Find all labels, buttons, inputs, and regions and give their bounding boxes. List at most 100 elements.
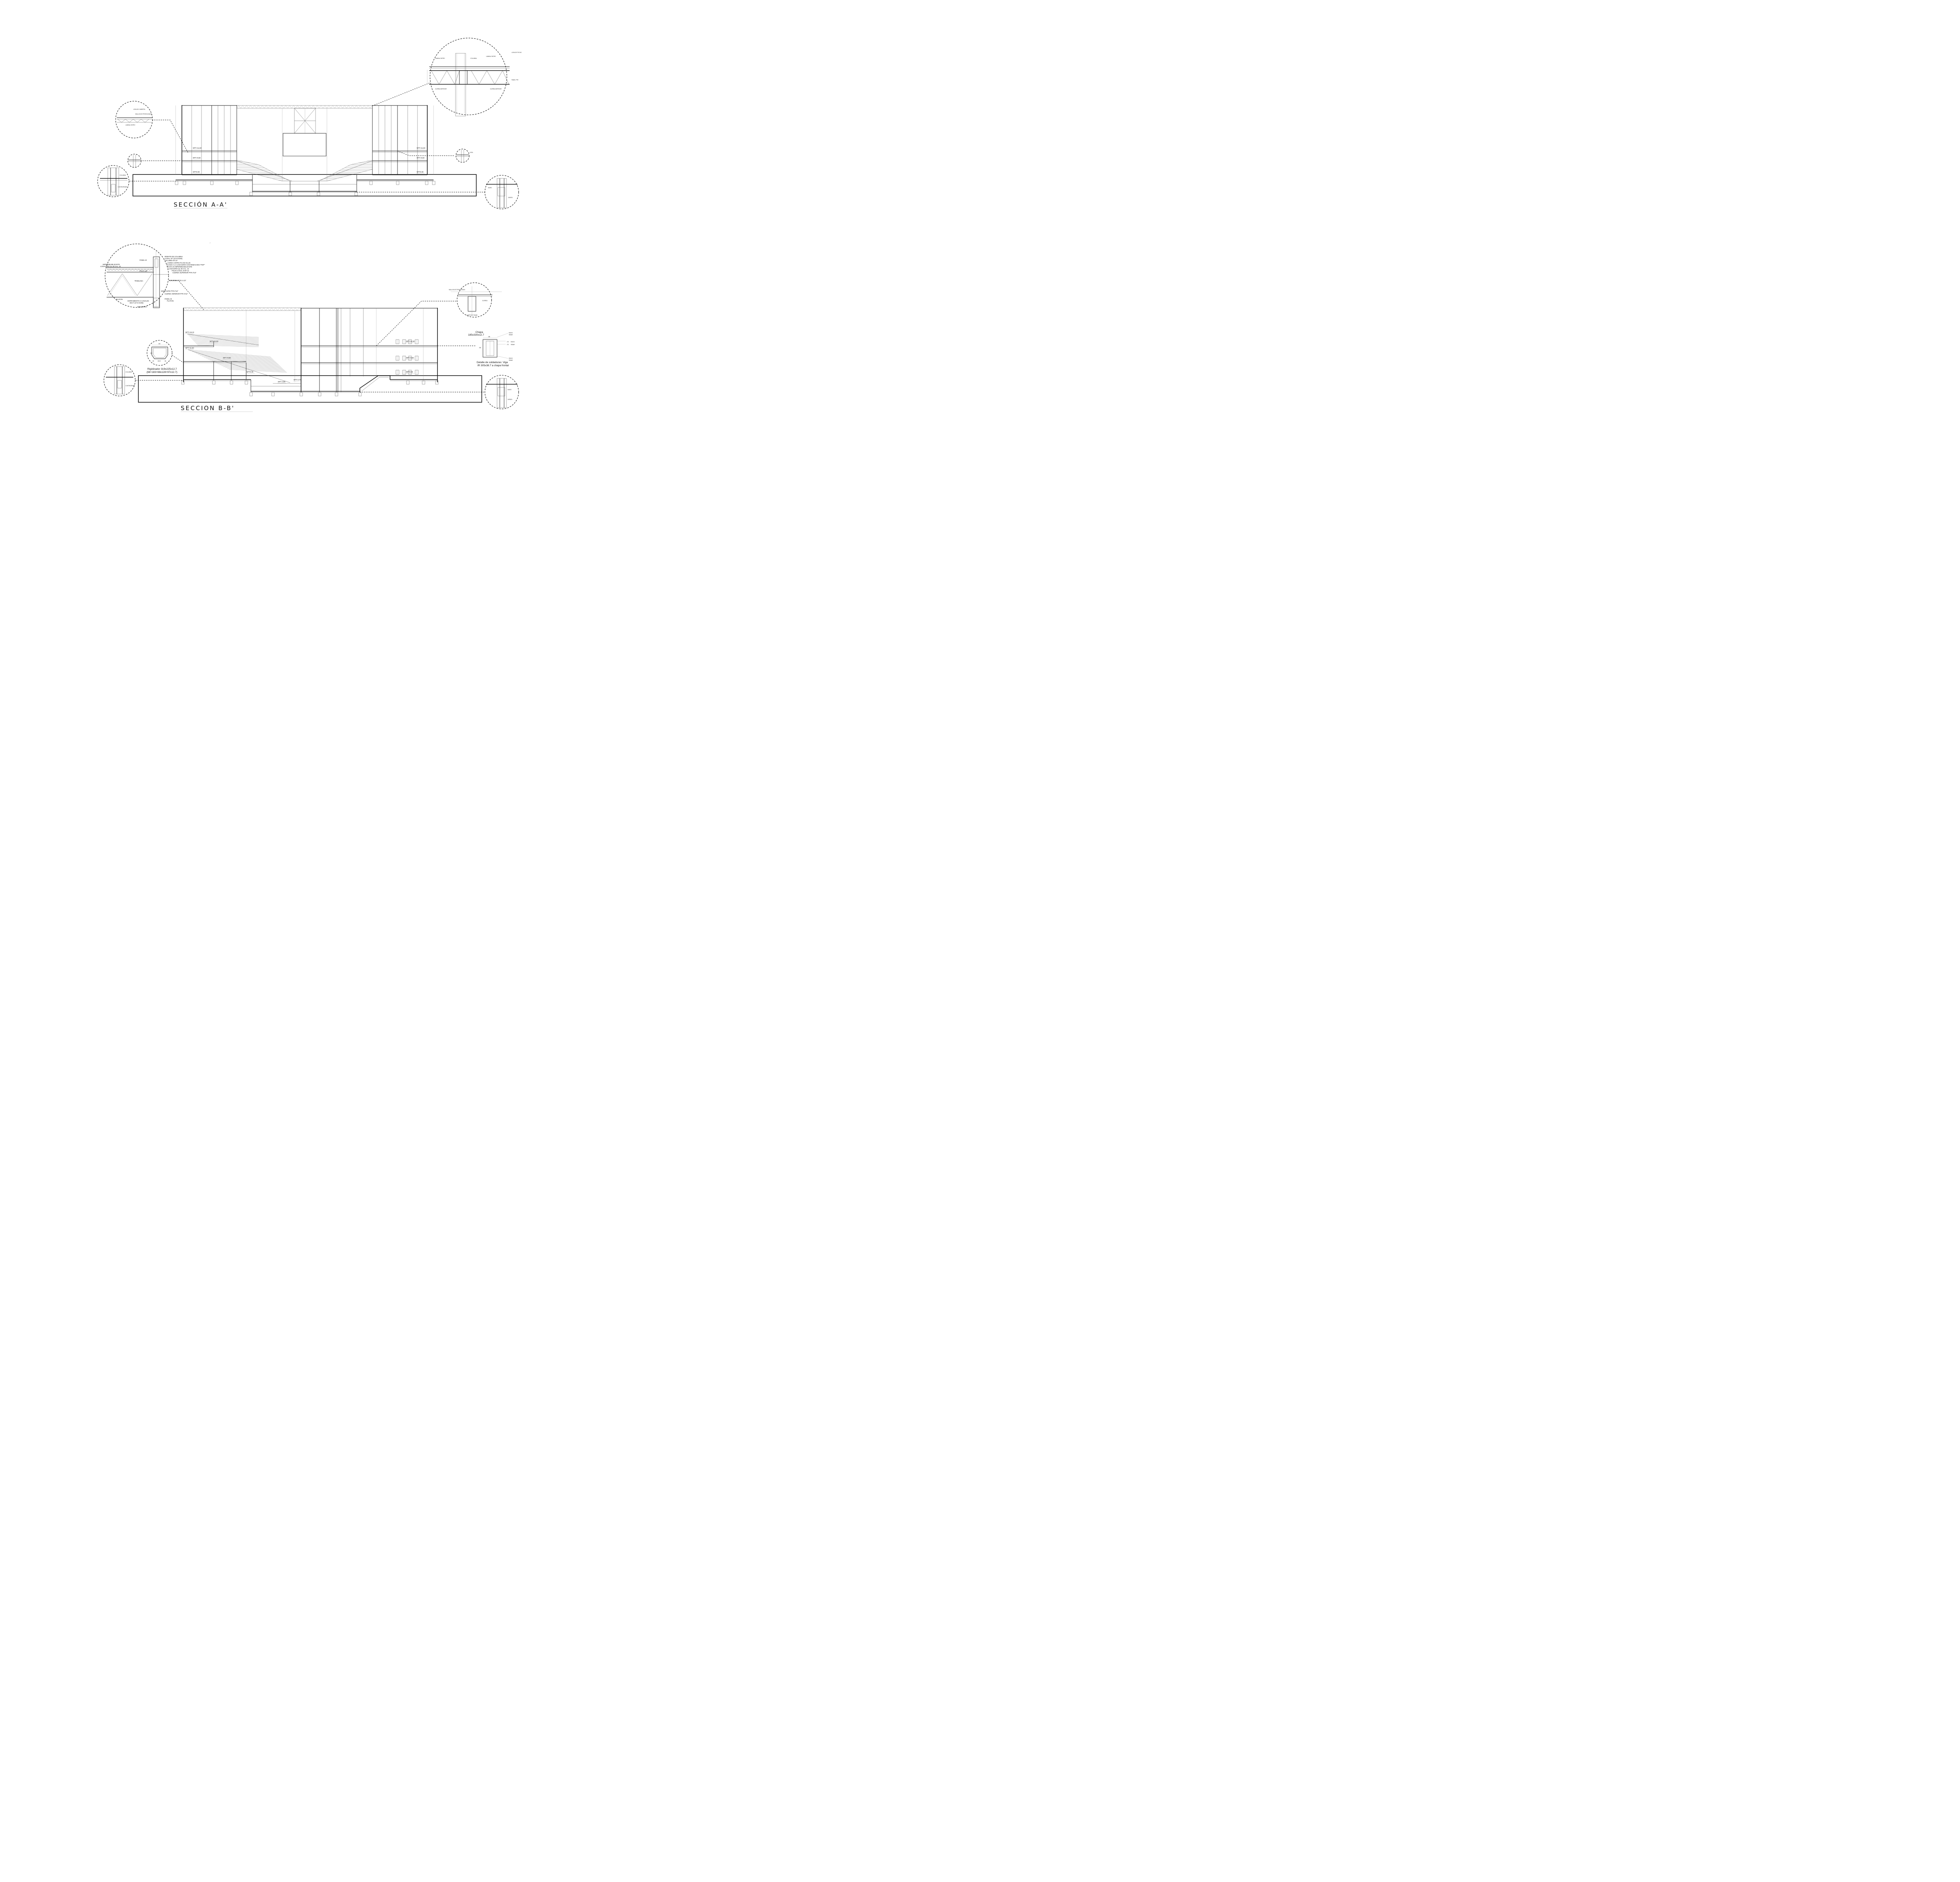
svg-text:COLUMNA: COLUMNA [125,371,132,373]
detail-bubble-stiffener: 320 225 68 183.9 68 Rigidizador 319x225x… [147,340,177,374]
roof-detail-label: CUERDA SUPERIOR PTR 3"x3" [172,272,196,274]
svg-text:MURO: MURO [488,187,492,189]
section-a-right-block [372,105,434,175]
level-label: NPT:0.00 [417,171,424,173]
roof-detail-label: CANAL 10" (22.9 KG/M) [165,258,183,260]
roof-detail-label: COLUMNA IR 10" [165,260,178,262]
level-label: NPT:+11.50 [210,340,218,342]
level-label: NPT:0.00 [193,171,200,173]
level-label: NPT:+6.50 [223,357,231,359]
foundation-b [181,375,439,396]
weld-caption: Detalle de soldaduras: Viga [477,361,508,364]
architectural-sections-sheet: NPT:+11.50 NPT:+6.50 NPT:0.00 NPT:+11.50… [97,38,522,412]
weld-detail: Chapa 185x330x12.7 185 330 E60XX SMAW 27… [468,331,515,367]
section-b-title: SECCION B-B' [181,405,235,412]
svg-text:CORTE DE TRABE: CORTE DE TRABE [466,314,477,316]
roof-detail-label: PANEL W [165,298,172,300]
roof-detail-label: POLIN CANAL 8 MT-12 [172,270,189,272]
detail-bubble-left-footing-a: COLUMNA CONTRATRABE [97,165,129,197]
svg-text:LOSA DE TECHO: LOSA DE TECHO [512,52,522,53]
svg-text:MALLA ELECTROSOLDADA: MALLA ELECTROSOLDADA [449,289,465,291]
weld-mark: E60XX [509,332,513,334]
stiffener-caption: Rigidizador 319x225x12.7 [147,368,177,371]
level-label: NPT:0.00 [406,371,413,373]
detail-bubble-left-floor-a [127,154,142,168]
roof-detail-label: TABLAROCA [137,306,147,308]
stiffener-dim-bottom: 68 [152,360,154,362]
roof-detail-label: CUERDA INFERIOR PTR 3"x2" [165,293,188,295]
detail-bubble-right-footing-b: MURO ZAPATA [485,375,519,409]
weld-mark: E60XX [511,341,515,343]
svg-text:MALLA ELECTROSOLDADA: MALLA ELECTROSOLDADA [135,113,152,115]
level-label: NPT:0.00 [247,371,254,373]
roof-detail-label: PLAFON [116,298,123,300]
level-label: NPT:-4.80 [278,381,285,383]
roof-detail-label: CERRAMIENTO 2 CANALES [127,300,149,302]
roof-detail-label: LOSACERO QL 36 CAL. 24 [169,268,189,270]
level-label: NPT:+6.50 [193,157,201,159]
stage-frame-a [282,108,327,181]
svg-text:LAMINA CINTRO: LAMINA CINTRO [125,124,135,126]
raked-seating-b [187,334,290,383]
level-label: NPT:+6.50 [406,357,414,359]
weld-mark: SMAW [511,344,515,345]
roof-detail-label: LOSACERO QL 36 CAL. 24 [100,265,121,267]
roof-detail-label: MONTANTE PTR 3"x2" [161,290,178,292]
svg-text:CONTRATRABE: CONTRATRABE [118,186,127,188]
svg-text:LAMINA CINTRO: LAMINA CINTRO [486,56,496,57]
stiffener-caption: (68+183+68x128+97x12.7) [147,371,177,374]
stiffener-dim-side: 225 [150,352,152,354]
svg-text:LOSA: LOSA [470,152,473,153]
level-label: NPT:-0.70 [294,379,301,381]
level-label: NPT:+16.10 [185,331,194,333]
weld-caption: IR 305x38.7 a chapa frontal [477,364,509,367]
roof-truss-a [236,105,372,109]
weld-mark: SMAW [509,334,513,336]
svg-text:MURO: MURO [508,389,512,391]
roof-detail-label: PANEL W [140,259,147,261]
detail-leaders-a [129,82,486,193]
roof-detail-label: LAMINA CINTRO PLANA No.26 [167,262,191,264]
svg-text:COLUMNA: COLUMNA [470,58,477,59]
weld-mark: 271 [507,341,509,343]
weld-mark: SMAW [509,360,513,361]
roof-detail-label: PTR 2 1/2" [140,270,148,272]
level-markers-a: NPT:+11.50 NPT:+6.50 NPT:0.00 NPT:+11.50… [192,147,425,174]
roof-detail-label: IMPERMEABILIZANTE [103,263,120,265]
weld-plate-label: Chapa [475,331,483,334]
ground-block-b [138,375,482,403]
level-label: NPT:+11.50 [185,347,194,349]
detail-bubble-right-footing-a: MURO ZAPATA [485,175,519,209]
ground-block-a [132,174,477,196]
weld-mark: 271 [507,344,509,345]
level-label: NPT:+6.50 [417,157,425,159]
svg-text:PANEL PTR: PANEL PTR [512,79,519,81]
roof-detail-label: REMATE DE COLUMNA [165,256,183,258]
stiffener-dim-bottom: 183.9 [158,360,161,362]
svg-text:ZAPATA: ZAPATA [508,197,513,198]
detail-bubble-right-roof-b: MALLA ELECTROSOLDADA CUERDA CORTE DE TRA… [449,282,502,318]
svg-text:CONTRATRABE: CONTRATRABE [125,385,135,387]
section-b-right-block [301,308,438,392]
level-label: NPT:+11.50 [417,147,425,149]
stiffener-dim-top: 320 [158,343,161,345]
roof-detail-label: DIAGONAL PTR 2 1/2" [169,280,187,282]
detail-bubble-roof-top: COLUMNA LAMINA CINTRO LAMINA CINTRO LOSA… [427,38,522,116]
level-label: NPT:+11.50 [406,340,415,342]
roof-detail-label: CHAFLAN IMPERMEABILIZANTE [167,266,192,268]
roof-detail-label: DE 6" (27.9 KG/M) [130,302,143,304]
section-a-drawing: NPT:+11.50 NPT:+6.50 NPT:0.00 NPT:+11.50… [129,82,486,209]
weld-dim-top: 185 [488,336,490,338]
detail-bubble-roof-b: IMPERMEABILIZANTE LOSACERO QL 36 CAL. 24… [100,243,205,308]
roof-truss-b [183,307,301,382]
stairs-right-a [317,160,373,182]
section-a-left-block [175,105,237,175]
stairs-left-a [236,160,292,182]
svg-text:CUERDA: CUERDA [482,300,488,302]
svg-text:ZAPATA: ZAPATA [508,399,513,400]
svg-text:COLUMNA: COLUMNA [120,174,126,176]
roof-detail-label: PLAFON [167,300,174,302]
svg-text:CUERDA INFERIOR: CUERDA INFERIOR [490,88,502,90]
roof-detail-label: TRIDILOSA [134,280,143,282]
level-markers-b: NPT:+16.10 NPT:+11.50 NPT:+11.50 NPT:+6.… [185,331,415,383]
